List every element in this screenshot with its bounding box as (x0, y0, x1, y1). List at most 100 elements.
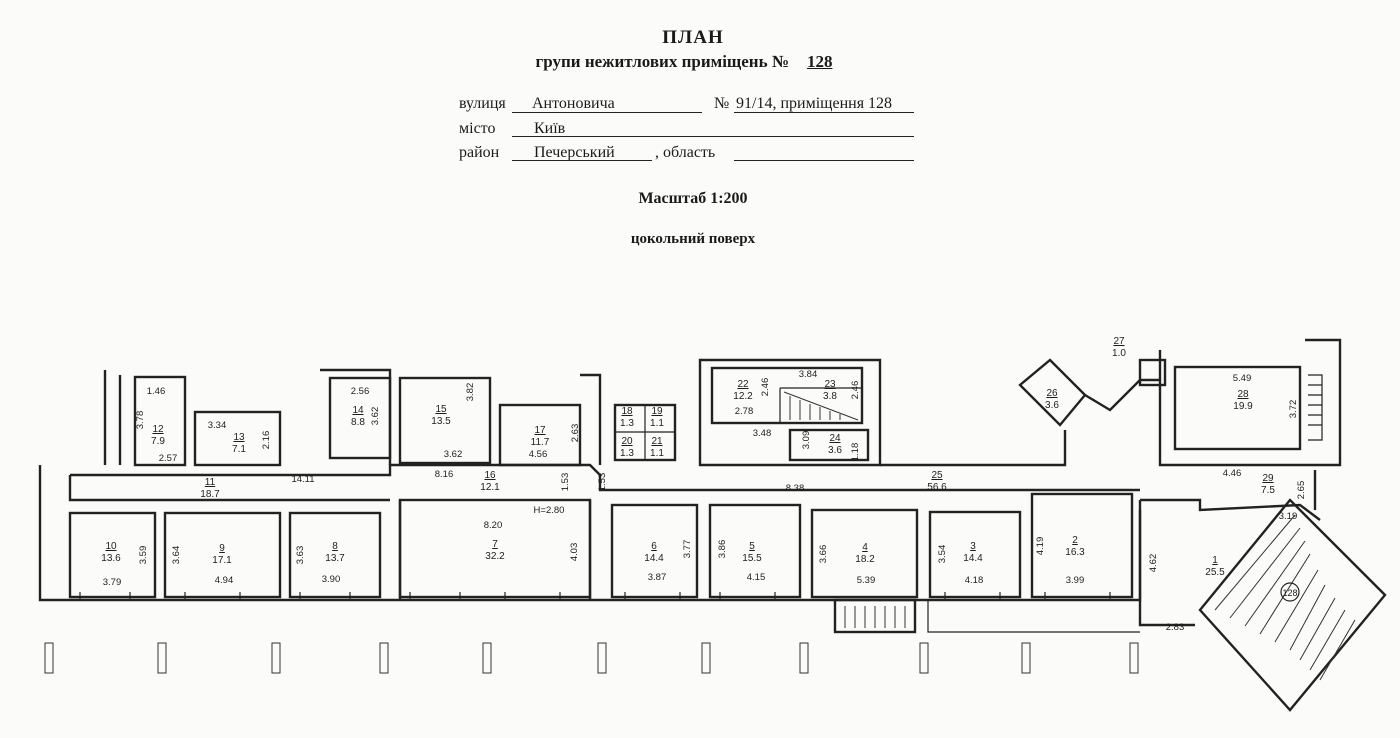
dimension-label: 2.83 (1166, 622, 1185, 633)
dimension-label: 2.57 (159, 453, 178, 464)
district-label: район (459, 144, 500, 161)
dimension-label: 14.11 (291, 474, 314, 485)
room-area: 7.9 (151, 436, 165, 447)
room-area: 56.6 (927, 482, 947, 493)
dimension-label: 3.87 (648, 572, 667, 583)
room-area: 3.6 (828, 445, 842, 456)
room-area: 7.5 (1261, 485, 1275, 496)
room-number: 18 (621, 406, 633, 417)
dimension-label: 3.66 (818, 545, 829, 564)
entrance-badge-label: 128 (1282, 588, 1297, 598)
room-number: 14 (352, 405, 364, 416)
room-number: 4 (862, 542, 868, 553)
room-area: 12.1 (480, 482, 500, 493)
room-number: 15 (435, 404, 447, 415)
dimension-label: 4.18 (965, 575, 984, 586)
dimension-label: 4.94 (215, 575, 234, 586)
room-number: 21 (651, 436, 663, 447)
room-area: 19.9 (1233, 401, 1253, 412)
dimension-label: 8.38 (786, 483, 805, 494)
room-area: 1.1 (650, 418, 664, 429)
room-area: 14.4 (963, 553, 983, 564)
region-underline (734, 160, 914, 161)
room-number: 22 (737, 379, 749, 390)
room-area: 18.2 (855, 554, 875, 565)
room-number: 5 (749, 541, 755, 552)
dimension-label: 1.46 (147, 386, 166, 397)
dimension-label: 1.53 (560, 473, 571, 492)
room-area: 32.2 (485, 551, 505, 562)
room-area: 18.7 (200, 489, 220, 500)
room-area: 8.8 (351, 417, 365, 428)
dimension-label: 4.15 (747, 572, 766, 583)
region-label: , область (655, 144, 716, 161)
scale-label: Масштаб 1:200 (638, 190, 748, 207)
dimension-label: 4.56 (529, 449, 548, 460)
dimension-label: 8.20 (484, 520, 503, 531)
room-area: 7.1 (232, 444, 246, 455)
dimension-label: 3.72 (1288, 400, 1299, 419)
dimension-label: 3.64 (171, 546, 182, 565)
dimension-label: 2.78 (735, 406, 754, 417)
dimension-label: 2.46 (760, 378, 771, 397)
dimension-label: 3.09 (801, 431, 812, 450)
room-number: 1 (1212, 555, 1218, 566)
number-value: 91/14, приміщення 128 (736, 95, 893, 112)
dimension-label: 3.59 (138, 546, 149, 565)
room-number: 10 (105, 541, 117, 552)
city-value: Київ (534, 120, 566, 137)
room-area: 15.5 (742, 553, 762, 564)
dimension-label: 3.48 (753, 428, 772, 439)
room-area: 13.5 (431, 416, 451, 427)
room-number: 11 (205, 477, 216, 488)
room-number: 29 (1262, 473, 1274, 484)
room-number: 9 (219, 543, 225, 554)
room-number: 3 (970, 541, 976, 552)
dimension-label: 3.19 (1279, 511, 1298, 522)
room-area: 13.6 (101, 553, 121, 564)
room-area: 1.0 (1112, 348, 1126, 359)
room-number: 20 (621, 436, 633, 447)
dimension-label: 3.34 (208, 420, 227, 431)
city-label: місто (459, 120, 496, 137)
dimension-label: 2.46 (850, 381, 861, 400)
number-underline (734, 112, 914, 113)
entrance-badge (1280, 582, 1300, 602)
room-area: 16.3 (1065, 547, 1085, 558)
dimension-label: 3.79 (103, 577, 122, 588)
dimension-label: 3.62 (370, 407, 381, 426)
room-number: 19 (651, 406, 663, 417)
dimension-label: 4.62 (1148, 554, 1159, 573)
room-area: 14.4 (644, 553, 664, 564)
room-number: 24 (829, 433, 841, 444)
dimension-label: 3.62 (444, 449, 463, 460)
dimension-label: 3.63 (295, 546, 306, 565)
plan-title: ПЛАН (662, 27, 724, 48)
dimension-label: 3.86 (717, 540, 728, 559)
room-area: 13.7 (325, 553, 345, 564)
room-number: 13 (233, 432, 245, 443)
room-number: 25 (931, 470, 943, 481)
dimension-label: 2.65 (1296, 481, 1307, 500)
room-area: 11.7 (531, 437, 550, 448)
dimension-label: 8.16 (435, 469, 454, 480)
room-area: 1.1 (650, 448, 664, 459)
dimension-label: 2.56 (351, 386, 370, 397)
room-number: 28 (1237, 389, 1249, 400)
dimension-label: 2.16 (261, 431, 272, 450)
city-underline (512, 136, 914, 137)
dimension-label: 3.78 (135, 411, 146, 430)
dimension-label: 2.63 (570, 424, 581, 443)
dimension-label: 3.82 (465, 383, 476, 402)
dimension-label: 4.03 (569, 543, 580, 562)
dimension-label: 3.99 (1066, 575, 1085, 586)
room-number: 26 (1046, 388, 1058, 399)
plan-walls (38, 338, 1387, 712)
room-number: 23 (824, 379, 836, 390)
room-number: 8 (332, 541, 338, 552)
room-number: 7 (492, 539, 498, 550)
dimension-label: 1.18 (850, 443, 861, 462)
room-number: 17 (534, 425, 546, 436)
